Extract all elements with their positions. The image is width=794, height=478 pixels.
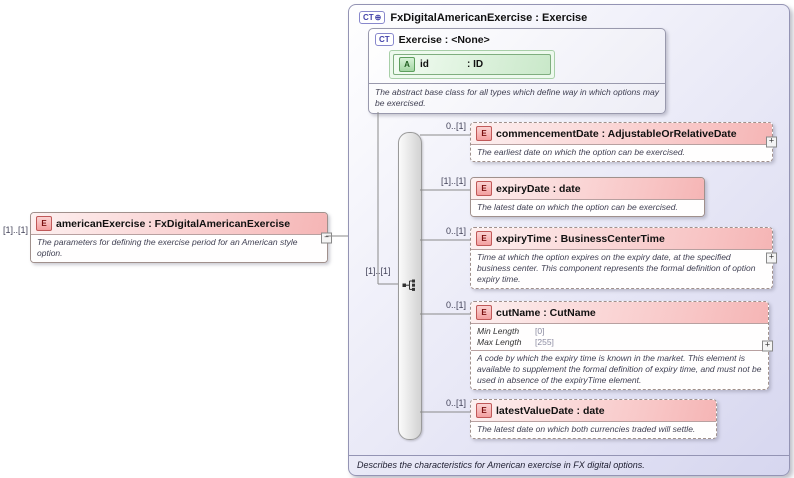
base-type-header[interactable]: CT Exercise : <None> [369,29,665,48]
attribute-id[interactable]: A id : ID [393,54,551,75]
ct-glyph: CT [363,13,374,22]
element-expiryTime[interactable]: E expiryTime : BusinessCenterTime Time a… [470,227,777,290]
element-label: latestValueDate : date [496,404,605,417]
sequence-compositor[interactable] [398,132,422,440]
facet-value: [0] [535,326,545,336]
circle-plus-icon: ⊕ [374,13,382,22]
complex-type-title: CT ⊕ FxDigitalAmericanExercise : Exercis… [359,11,587,24]
cardinality-label: 0..[1] [445,226,466,236]
element-latestValueDate[interactable]: E latestValueDate : date The latest date… [470,399,717,440]
collapse-icon[interactable]: − [321,232,332,244]
element-icon: E [36,216,52,231]
facet-value: [255] [535,337,554,348]
cardinality-label: 0..[1] [445,398,466,408]
cardinality-label: 0..[1] [445,121,466,131]
expand-icon[interactable]: + [766,136,777,148]
sequence-icon [402,279,415,291]
element-icon: E [476,126,492,141]
expand-icon[interactable]: + [766,252,777,264]
element-header[interactable]: E expiryDate : date [471,178,704,199]
element-expiryDate[interactable]: E expiryDate : date The latest date on w… [470,177,705,218]
root-cardinality-label: [1]..[1] [3,225,29,235]
base-type-doc: The abstract base class for all types wh… [369,83,665,113]
expand-icon[interactable]: + [762,340,773,352]
attribute-icon: A [399,57,415,72]
element-header[interactable]: E expiryTime : BusinessCenterTime [471,228,772,249]
element-cutName[interactable]: E cutName : CutName Min Length [0] Max L… [470,301,773,391]
cardinality-label: 0..[1] [445,300,466,310]
base-type-box[interactable]: CT Exercise : <None> A id : ID The abstr… [368,28,666,115]
element-icon: E [476,403,492,418]
complex-type-icon: CT ⊕ [359,11,386,24]
ct-glyph: CT [379,35,390,44]
element-header[interactable]: E cutName : CutName [471,302,768,323]
complex-type-doc: Describes the characteristics for Americ… [349,455,789,475]
element-doc: The earliest date on which the option ca… [471,144,772,162]
element-doc: The parameters for defining the exercise… [31,234,327,263]
element-label: expiryTime : BusinessCenterTime [496,232,665,245]
facet-row: Min Length [0] [477,326,762,337]
complex-type-title-label: FxDigitalAmericanExercise : Exercise [390,11,588,24]
base-type-label: Exercise : <None> [398,33,490,46]
attribute-name: id [420,59,429,70]
cardinality-label: [1]..[1] [440,176,466,186]
element-header[interactable]: E americanExercise : FxDigitalAmericanEx… [31,213,327,234]
attribute-group: A id : ID [389,50,555,79]
element-doc: The latest date on which the option can … [471,199,704,217]
element-label: expiryDate : date [496,182,581,195]
element-label: cutName : CutName [496,306,596,319]
facets-table: Min Length [0] Max Length [255] [471,323,768,351]
sequence-cardinality-label: [1]..[1] [365,266,391,276]
facet-row: Max Length [255] [477,337,762,348]
element-label: americanExercise : FxDigitalAmericanExer… [56,217,291,230]
element-doc: The latest date on which both currencies… [471,421,716,439]
element-icon: E [476,181,492,196]
element-header[interactable]: E latestValueDate : date [471,400,716,421]
attribute-type: : ID [467,59,484,70]
element-icon: E [476,305,492,320]
element-icon: E [476,231,492,246]
element-doc: A code by which the expiry time is known… [471,350,768,390]
facet-label: Max Length [477,337,522,348]
element-header[interactable]: E commencementDate : AdjustableOrRelativ… [471,123,772,144]
element-commencementDate[interactable]: E commencementDate : AdjustableOrRelativ… [470,122,777,163]
element-doc: Time at which the option expires on the … [471,249,772,289]
facet-label: Min Length [477,326,520,336]
element-label: commencementDate : AdjustableOrRelativeD… [496,127,737,140]
complex-type-icon: CT [375,33,394,46]
element-americanExercise[interactable]: E americanExercise : FxDigitalAmericanEx… [30,212,332,264]
